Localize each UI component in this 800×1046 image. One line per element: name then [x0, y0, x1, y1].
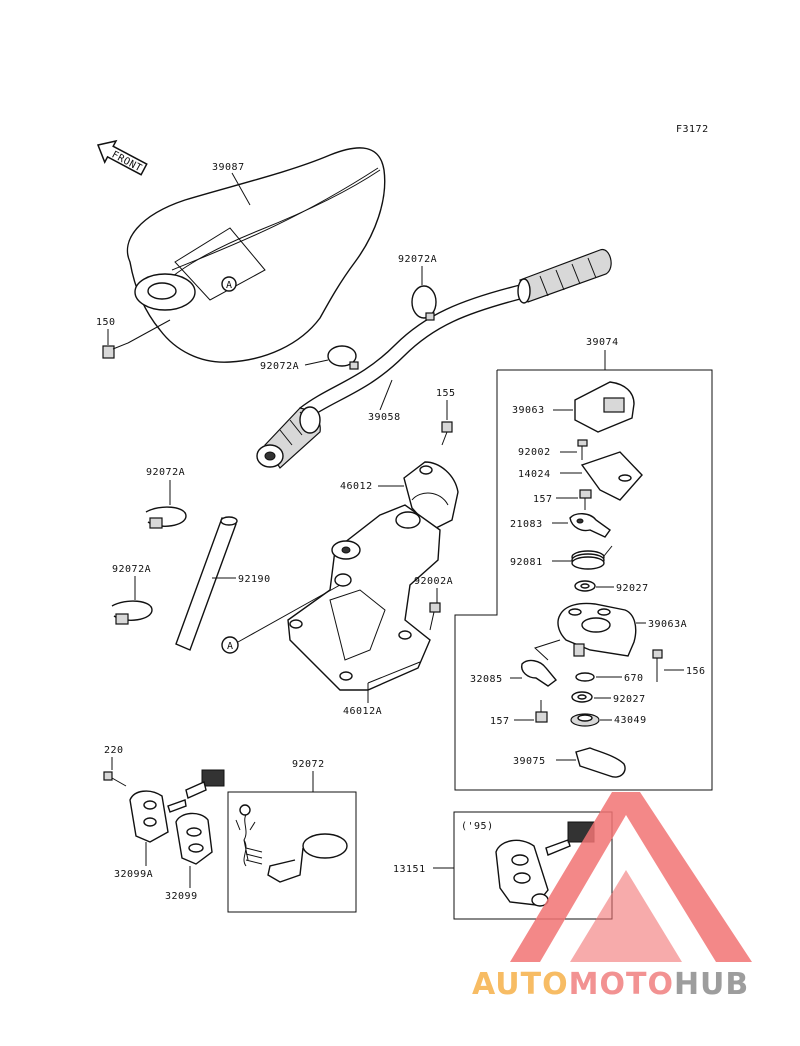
label-156: 156: [686, 666, 706, 677]
bolt-156-icon: [652, 649, 663, 682]
label-39063A: 39063A: [648, 619, 687, 630]
label-92002: 92002: [518, 447, 551, 458]
label-92072A-middle: 92072A: [260, 361, 299, 372]
box-13151: [453, 811, 613, 920]
lever-21083: [569, 513, 611, 538]
label-92072A-left-lower: 92072A: [112, 564, 151, 575]
label-92072A-left-upper: 92072A: [146, 467, 185, 478]
band-clamp-middle: [327, 345, 359, 370]
watermark-word-moto: MOTO: [569, 967, 674, 1002]
label-13151: 13151: [393, 864, 426, 875]
label-157-upper: 157: [533, 494, 553, 505]
watermark-word-hub: HUB: [674, 967, 749, 1002]
label-43049: 43049: [614, 715, 647, 726]
label-92081: 92081: [510, 557, 543, 568]
label-39074: 39074: [586, 337, 619, 348]
seal-43049-icon: [570, 713, 600, 727]
label-92072: 92072: [292, 759, 325, 770]
lever-32085: [521, 659, 558, 687]
circle-ref-a-top: A: [226, 280, 233, 291]
label-92072A-upper: 92072A: [398, 254, 437, 265]
band-clamp-left-upper: [145, 506, 187, 529]
switch-13151: [495, 821, 595, 907]
washer-92027-lower-icon: [571, 691, 593, 703]
figure-code: F3172: [676, 124, 709, 135]
handlebar-pad-cover: A: [126, 147, 386, 363]
throttle-lever-39075: [575, 747, 626, 778]
automotohub-watermark-logo: AUTOMOTOHUB: [472, 792, 752, 1002]
label-670: 670: [624, 673, 644, 684]
assembly-box-39074: [454, 369, 713, 791]
pad-rod: [175, 516, 238, 651]
label-32099: 32099: [165, 891, 198, 902]
bolt-92002A-icon: [429, 602, 441, 631]
label-39063: 39063: [512, 405, 545, 416]
svg-text:AUTOMOTOHUB: AUTOMOTOHUB: [472, 967, 749, 1002]
box-92072: [227, 791, 357, 913]
spring-92081-icon: [571, 545, 613, 570]
label-32085: 32085: [470, 674, 503, 685]
label-46012: 46012: [340, 481, 373, 492]
switch-32099A: [129, 769, 225, 843]
label-220: 220: [104, 745, 124, 756]
lanyard-clamp-92072: [235, 804, 348, 883]
circle-ref-a-lower: A: [227, 641, 234, 652]
cover-plate-14024: [580, 451, 643, 501]
label-39075: 39075: [513, 756, 546, 767]
label-39087: 39087: [212, 162, 245, 173]
label-39058: 39058: [368, 412, 401, 423]
watermark-word-auto: AUTO: [472, 967, 569, 1002]
watermark-triangle-icon: [510, 792, 752, 962]
label-14024: 14024: [518, 469, 551, 480]
handlebar-holder-lower: [287, 504, 441, 691]
handlebar: [256, 249, 612, 469]
label-150: 150: [96, 317, 116, 328]
label-92190: 92190: [238, 574, 271, 585]
bolt-157-lower-icon: [535, 700, 548, 723]
band-clamp-upper: [411, 285, 437, 321]
label-46012A: 46012A: [343, 706, 382, 717]
bolt-150-icon: [102, 319, 171, 359]
label-155: 155: [436, 388, 456, 399]
label-21083: 21083: [510, 519, 543, 530]
bolt-155-icon: [441, 421, 453, 446]
bolt-157-upper-icon: [579, 489, 592, 510]
label-32099A: 32099A: [114, 869, 153, 880]
throttle-housing-39063A: [557, 602, 637, 657]
handlebar-holder-upper: [403, 461, 459, 531]
screw-220-icon: [103, 771, 127, 787]
front-arrow-icon: FRONT: [96, 139, 148, 176]
label-92027-upper: 92027: [616, 583, 649, 594]
label-92002A: 92002A: [414, 576, 453, 587]
o-ring-670-icon: [575, 672, 595, 682]
switch-32099: [175, 812, 213, 865]
label-92027-lower: 92027: [613, 694, 646, 705]
year-note: ('95): [461, 821, 494, 832]
band-clamp-left-lower: [111, 600, 153, 625]
throttle-cover: [574, 381, 635, 433]
screw-92002-icon: [577, 439, 588, 460]
washer-92027-upper-icon: [574, 580, 596, 592]
label-157-lower: 157: [490, 716, 510, 727]
